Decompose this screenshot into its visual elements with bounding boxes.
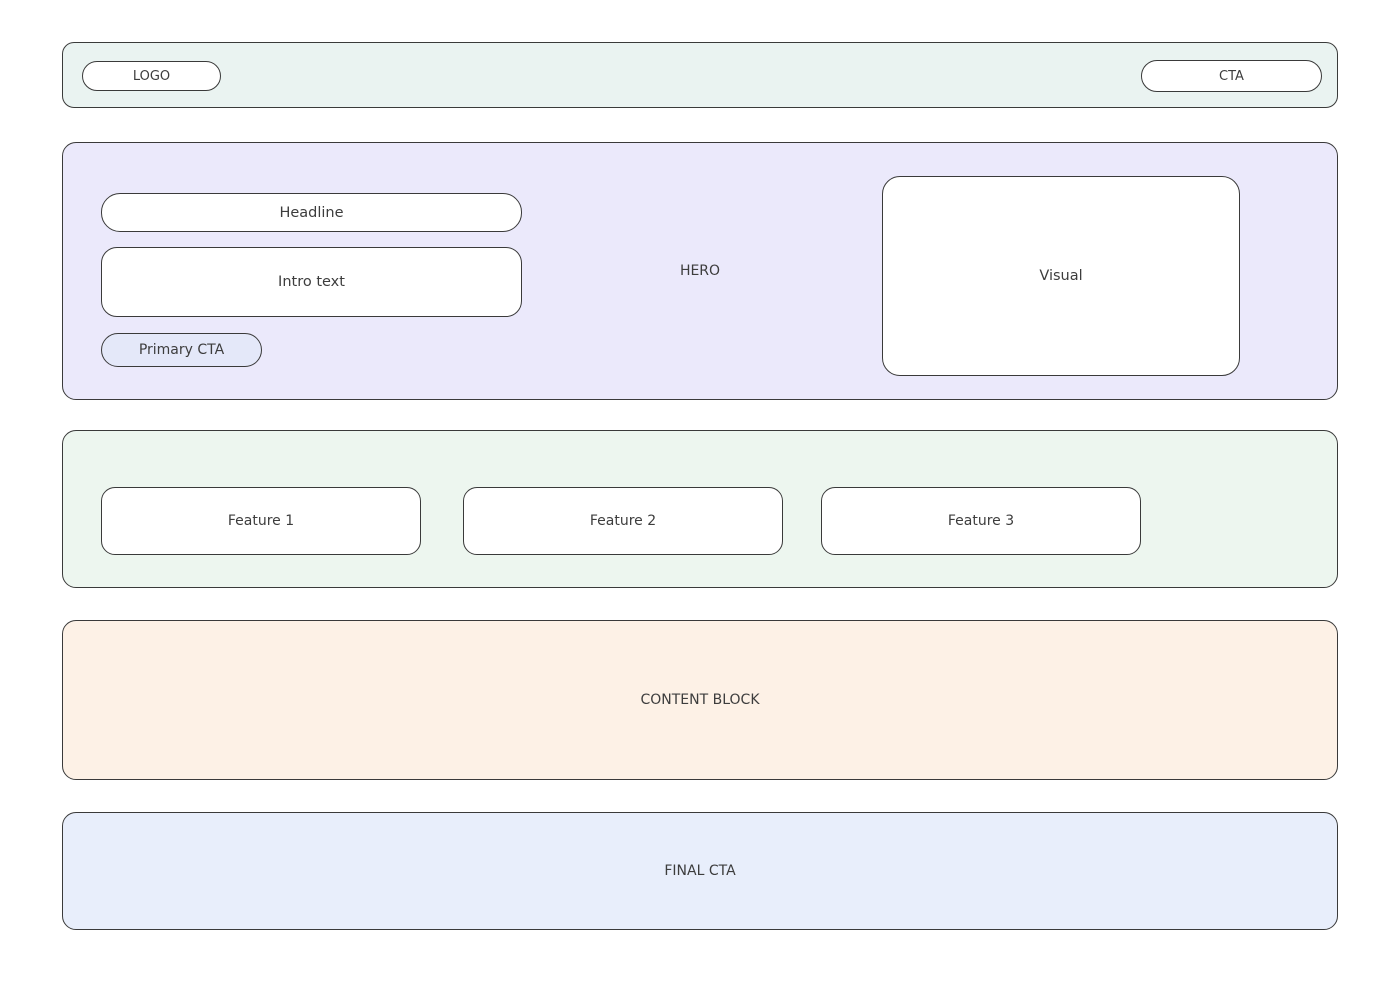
logo-label: LOGO <box>132 68 171 84</box>
final-cta-label: FINAL CTA <box>664 863 736 879</box>
content-block-label: CONTENT BLOCK <box>640 692 760 708</box>
feature-card-1: Feature 1 <box>101 487 421 555</box>
hero-visual-placeholder: Visual <box>882 176 1240 376</box>
feature-2-label: Feature 2 <box>589 513 657 529</box>
content-block-section: CONTENT BLOCK <box>62 620 1338 780</box>
intro-text-placeholder: Intro text <box>101 247 522 317</box>
intro-text-label: Intro text <box>278 274 345 290</box>
feature-card-3: Feature 3 <box>821 487 1141 555</box>
header-cta-button[interactable]: CTA <box>1141 60 1322 92</box>
headline-label: Headline <box>279 204 344 221</box>
logo-placeholder: LOGO <box>82 61 221 91</box>
header-bar: LOGO CTA <box>62 42 1338 108</box>
feature-card-2: Feature 2 <box>463 487 783 555</box>
hero-section: Headline Intro text Primary CTA HERO Vis… <box>62 142 1338 400</box>
headline-placeholder: Headline <box>101 193 522 232</box>
final-cta-section: FINAL CTA <box>62 812 1338 930</box>
header-cta-label: CTA <box>1219 68 1244 84</box>
visual-label: Visual <box>1039 268 1083 284</box>
primary-cta-label: Primary CTA <box>138 342 225 358</box>
feature-3-label: Feature 3 <box>947 513 1015 529</box>
features-section: Feature 1 Feature 2 Feature 3 <box>62 430 1338 588</box>
feature-1-label: Feature 1 <box>227 513 295 529</box>
primary-cta-button[interactable]: Primary CTA <box>101 333 262 367</box>
hero-section-label: HERO <box>679 263 721 279</box>
